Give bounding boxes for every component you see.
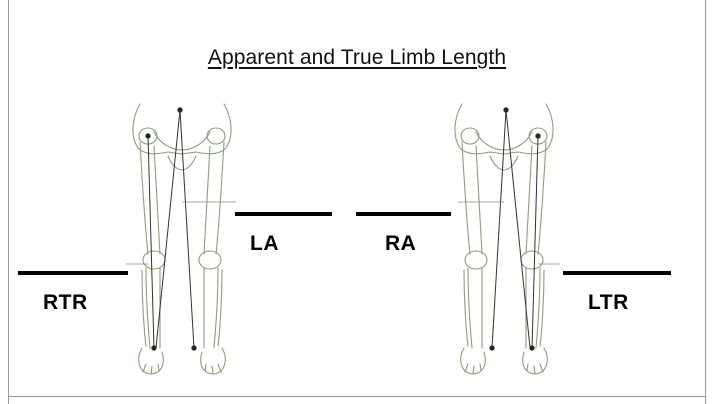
ra-label: RA (385, 232, 416, 256)
rtr-measure-line (18, 271, 128, 275)
rtr-label: RTR (43, 291, 88, 315)
slide-title: Apparent and True Limb Length (0, 46, 714, 70)
ltr-label: LTR (588, 291, 629, 315)
lower-limb-skeleton-left-figure (118, 96, 248, 386)
lower-limb-skeleton-right-figure (440, 96, 570, 386)
la-label: LA (250, 232, 279, 256)
frame-bottom-line (8, 396, 706, 397)
ltr-measure-line (563, 271, 671, 275)
la-measure-line (235, 212, 332, 216)
ra-measure-line (356, 212, 451, 216)
